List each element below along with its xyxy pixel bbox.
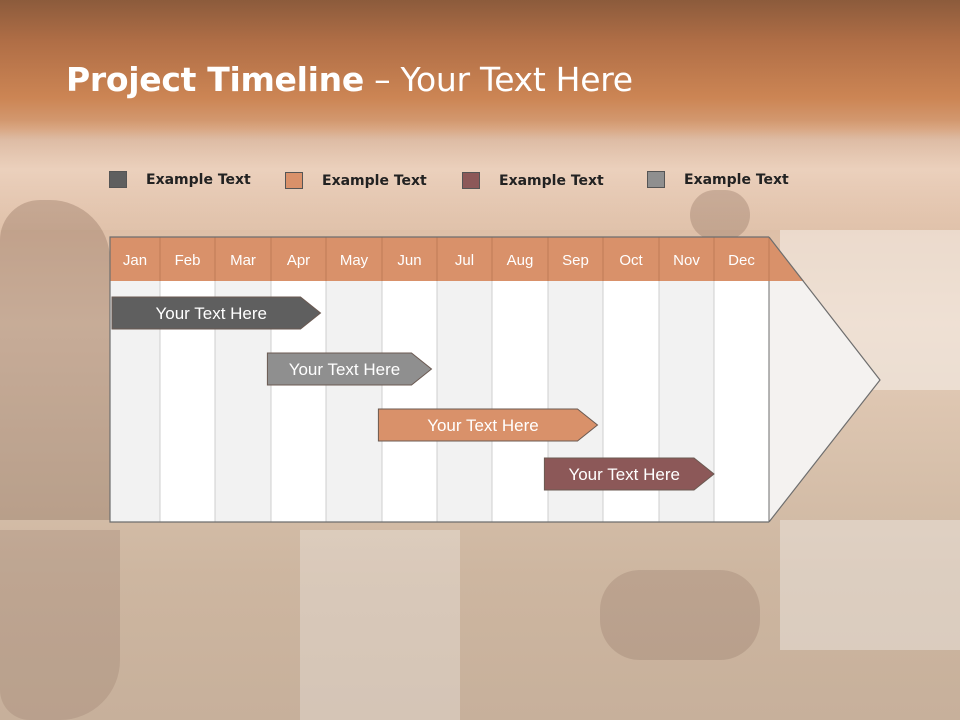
task-bar bbox=[111, 296, 322, 330]
month-label: Aug bbox=[507, 252, 534, 269]
page-title: Project Timeline – Your Text Here bbox=[66, 60, 633, 99]
month-column bbox=[382, 281, 437, 522]
legend-label: Example Text bbox=[322, 172, 427, 189]
month-column bbox=[492, 281, 548, 522]
legend-swatch bbox=[462, 172, 480, 189]
month-label: Feb bbox=[175, 252, 201, 269]
legend-item: Example Text bbox=[285, 172, 427, 189]
task-label: Your Text Here bbox=[427, 416, 539, 435]
task-bar bbox=[266, 352, 433, 386]
month-label: Jan bbox=[123, 252, 147, 269]
month-label: Nov bbox=[673, 252, 700, 269]
legend-item: Example Text bbox=[647, 171, 789, 188]
month-column bbox=[326, 281, 382, 522]
task-label: Your Text Here bbox=[289, 360, 401, 379]
title-rest: – Your Text Here bbox=[363, 60, 633, 99]
legend-item: Example Text bbox=[462, 172, 604, 189]
legend-label: Example Text bbox=[146, 171, 251, 188]
legend-item: Example Text bbox=[109, 171, 251, 188]
timeline-outline bbox=[109, 236, 769, 523]
legend-swatch bbox=[109, 171, 127, 188]
task-bar bbox=[543, 457, 715, 491]
title-bold: Project Timeline bbox=[66, 60, 364, 99]
legend-swatch bbox=[285, 172, 303, 189]
month-label: Jun bbox=[397, 252, 421, 269]
month-label: Jul bbox=[455, 252, 474, 269]
month-label: Sep bbox=[562, 252, 589, 269]
month-label: Mar bbox=[230, 252, 256, 269]
task-label: Your Text Here bbox=[155, 304, 267, 323]
legend-swatch bbox=[647, 171, 665, 188]
month-label: May bbox=[340, 252, 369, 269]
timeline-arrow-tip bbox=[768, 236, 881, 523]
month-column bbox=[437, 281, 492, 522]
task-label: Your Text Here bbox=[568, 465, 680, 484]
legend-label: Example Text bbox=[499, 172, 604, 189]
legend-label: Example Text bbox=[684, 171, 789, 188]
month-label: Apr bbox=[287, 252, 310, 269]
timeline-header bbox=[110, 237, 804, 281]
month-label: Dec bbox=[728, 252, 755, 269]
month-column bbox=[714, 281, 769, 522]
task-bar bbox=[377, 408, 599, 442]
month-label: Oct bbox=[619, 252, 643, 269]
